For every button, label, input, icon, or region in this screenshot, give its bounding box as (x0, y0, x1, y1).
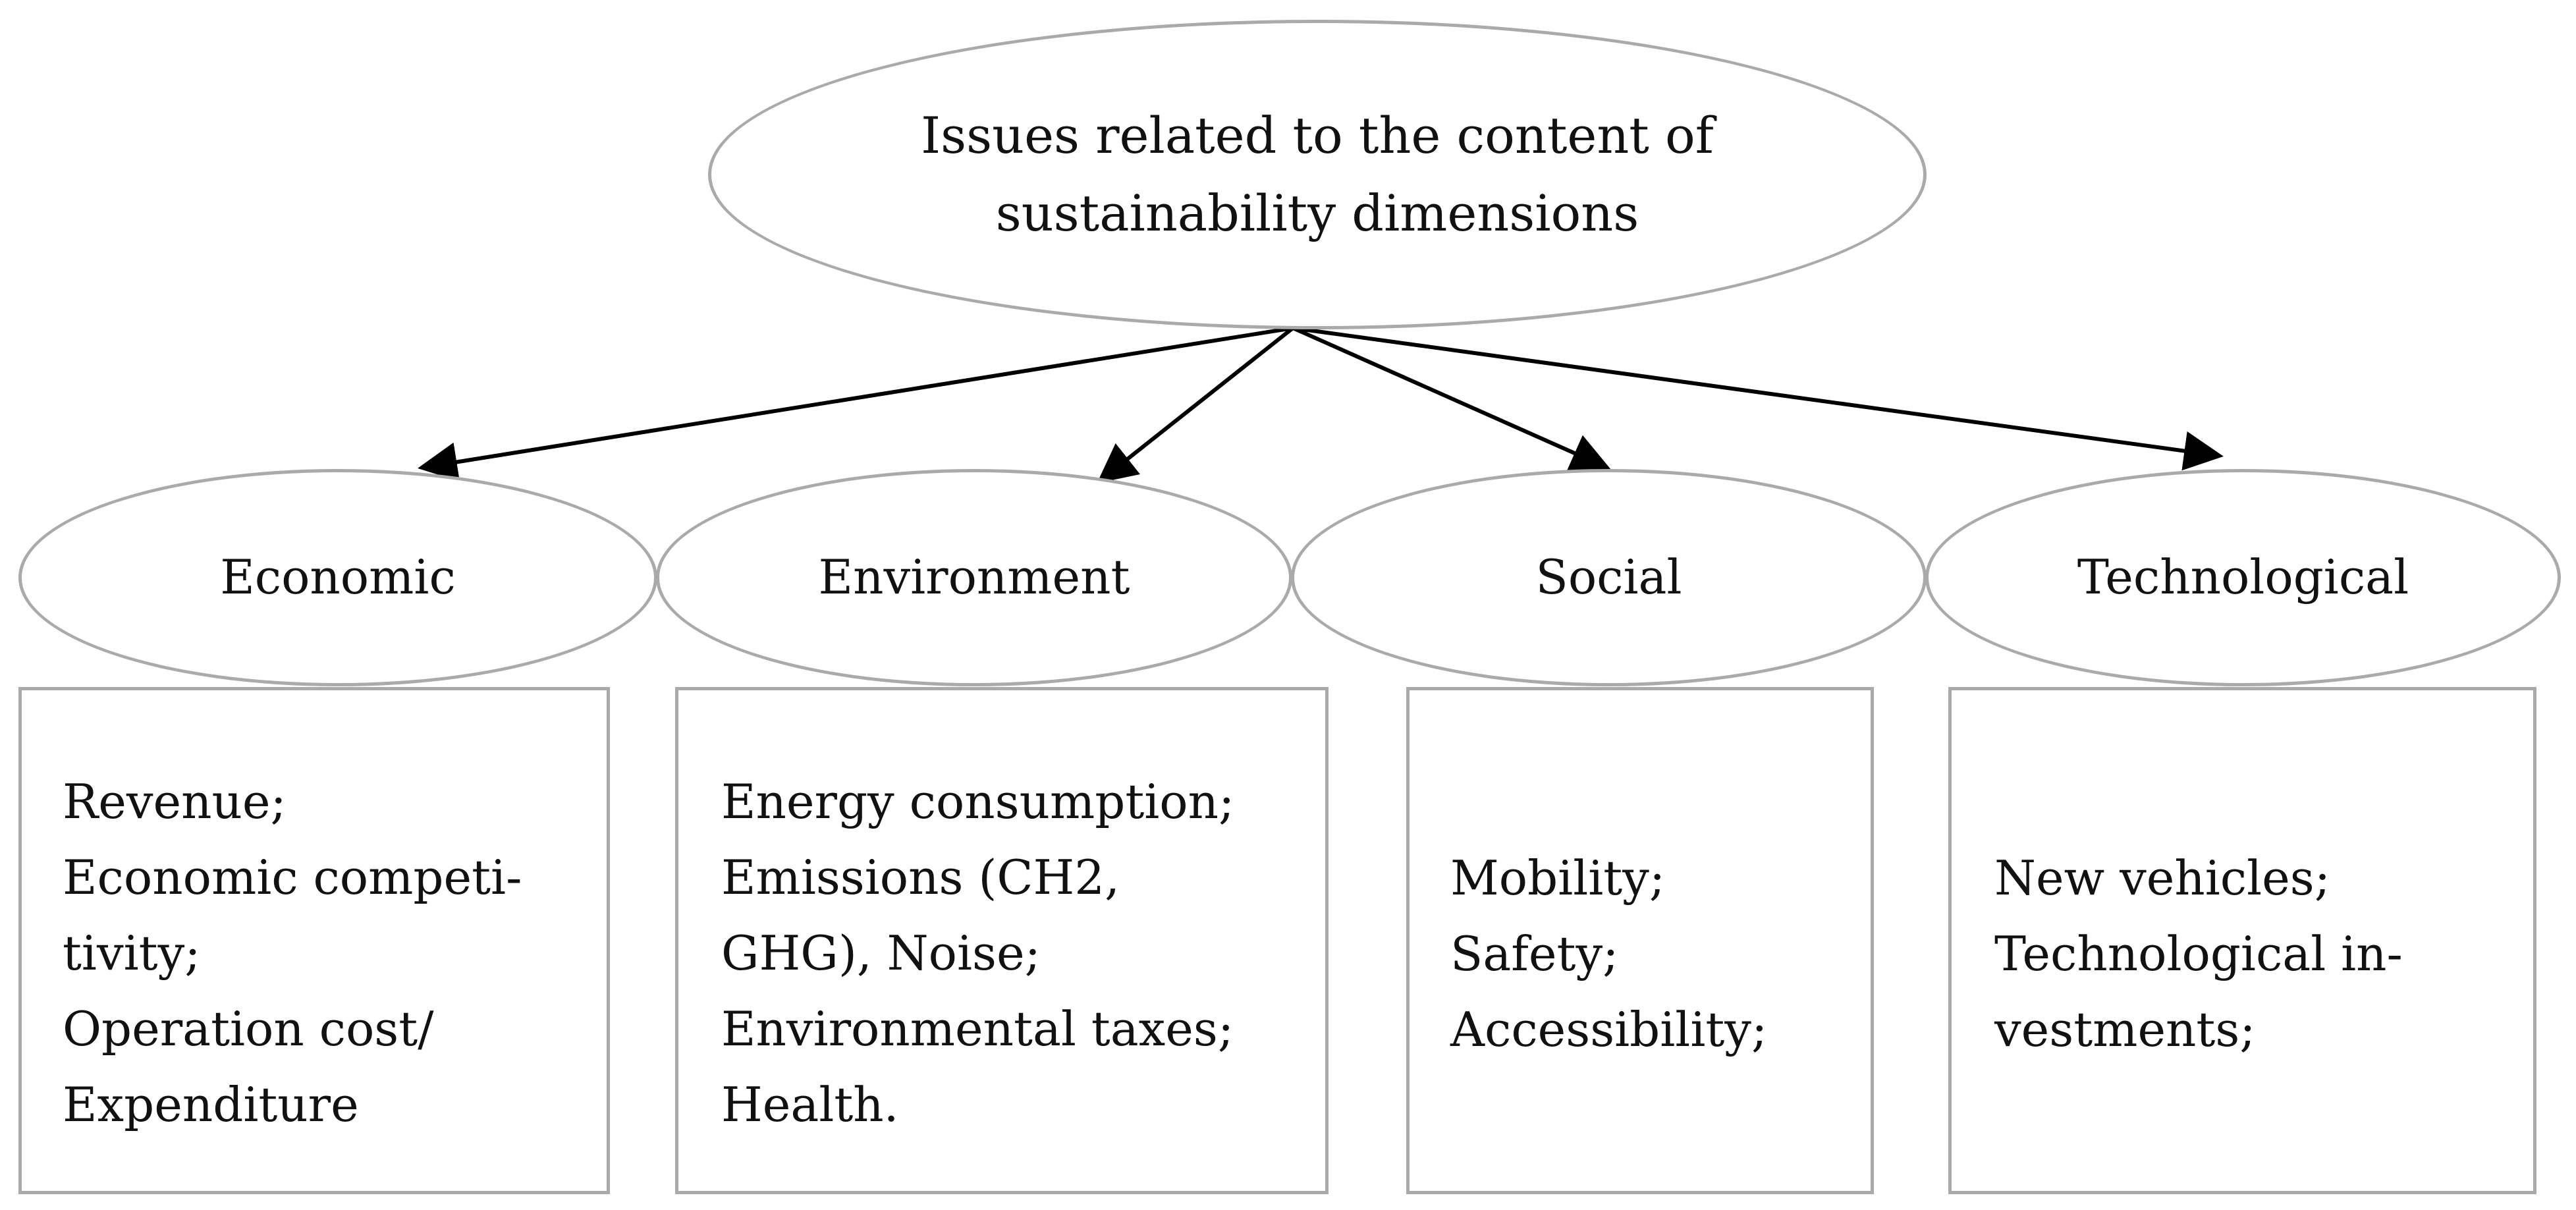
arrow-to-technological (1292, 326, 2224, 471)
dimension-node-social: Social (1291, 469, 1927, 686)
issues-box-social: Mobility; Safety; Accessibility; (1406, 687, 1874, 1194)
issue-item: Emissions (CH2, (721, 850, 1120, 905)
dimension-label-environment: Environment (818, 549, 1130, 605)
issue-item: Safety; (1450, 926, 1619, 981)
issue-item: Energy consumption; (721, 774, 1235, 829)
issues-box-economic: Revenue; Economic competi- tivity; Opera… (18, 687, 610, 1194)
arrow-to-economic (418, 326, 1294, 482)
issues-box-technological: New vehicles; Technological in- vestment… (1948, 687, 2536, 1194)
dimension-label-technological: Technological (2077, 549, 2409, 605)
issue-item: Expenditure (63, 1077, 359, 1132)
issue-item: New vehicles; (1994, 850, 2330, 906)
dimension-node-environment: Environment (656, 469, 1292, 686)
dimension-node-economic: Economic (18, 469, 657, 686)
issue-item: Accessibility; (1450, 1002, 1768, 1057)
issues-box-environment: Energy consumption; Emissions (CH2, GHG)… (675, 687, 1329, 1194)
arrow-to-environment (1097, 326, 1294, 483)
issue-item: Economic competi- (63, 850, 522, 905)
dimension-label-social: Social (1535, 549, 1682, 605)
dimension-label-economic: Economic (220, 549, 456, 605)
dimension-node-technological: Technological (1925, 469, 2561, 686)
issue-item: vestments; (1994, 1002, 2256, 1057)
root-node-label: Issues related to the content of sustain… (921, 106, 1714, 242)
issue-item: Revenue; (63, 774, 287, 829)
root-node: Issues related to the content of sustain… (708, 20, 1927, 329)
issue-item: Operation cost/ (63, 1001, 434, 1057)
arrow-to-social (1292, 326, 1611, 472)
issue-item: Environmental taxes; (721, 1001, 1234, 1057)
issue-item: tivity; (63, 925, 201, 981)
issue-item: Health. (721, 1077, 899, 1132)
issue-item: GHG), Noise; (721, 925, 1041, 981)
issue-item: Mobility; (1450, 850, 1666, 906)
issue-item: Technological in- (1994, 926, 2403, 981)
